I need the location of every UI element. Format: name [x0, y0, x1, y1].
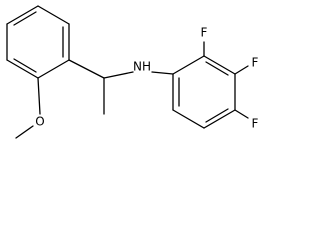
bond-ring-a-3 [37, 59, 70, 79]
bond-ring-b-double-1 [205, 61, 229, 76]
bond-ring-a-to-oxygen [37, 77, 41, 115]
molecule-structure: NH O F F F [6, 5, 259, 139]
amine-label: NH [133, 60, 151, 74]
bond-ring-b-4 [172, 109, 205, 129]
bond-ch-to-nh [103, 71, 134, 79]
methoxy-oxygen-label: O [35, 115, 44, 129]
bond-ring-a-6 [6, 5, 39, 25]
bond-ring-b-to-f3 [234, 65, 249, 75]
structure-canvas: NH O F F F [6, 5, 259, 139]
bond-ring-b-6 [172, 55, 205, 75]
bond-ring-b-3 [203, 109, 236, 129]
bond-ring-a-double-3 [13, 58, 37, 73]
bond-ring-a-double-1 [13, 11, 37, 26]
bond-ring-b-double-2 [205, 108, 229, 123]
fluorine-2-label: F [201, 26, 208, 40]
bond-ring-b-1 [203, 55, 236, 75]
bond-oxygen-to-methyl [15, 125, 34, 139]
bond-ring-a-1 [37, 5, 70, 25]
fluorine-4-label: F [252, 117, 259, 131]
bond-ring-a-to-ch [68, 59, 105, 79]
bond-ring-b-to-f4 [234, 109, 249, 119]
fluorine-3-label: F [252, 56, 259, 70]
bond-nh-to-ring-b [151, 71, 174, 75]
bond-ring-a-4 [6, 59, 39, 79]
